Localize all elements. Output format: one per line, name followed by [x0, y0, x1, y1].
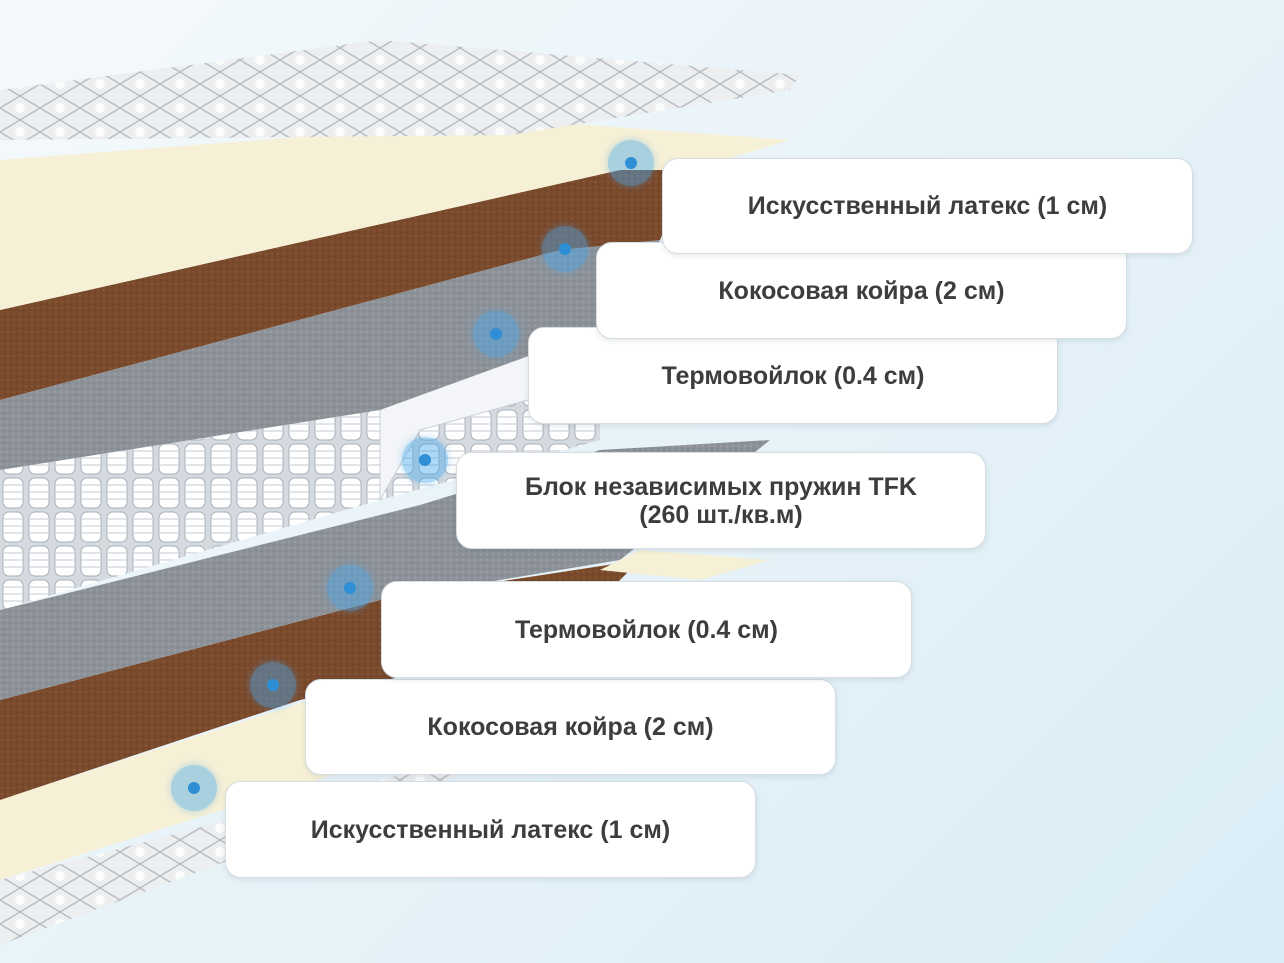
marker-coir-top[interactable] — [542, 226, 588, 272]
marker-coir-bottom[interactable] — [250, 662, 296, 708]
callout-spring-block: Блок независимых пружин TFK (260 шт./кв.… — [456, 452, 986, 549]
callout-latex-bottom: Искусственный латекс (1 см) — [225, 781, 756, 878]
bottom-latex-edge — [600, 550, 770, 580]
marker-latex-bottom[interactable] — [171, 765, 217, 811]
top-latex-layer — [0, 120, 790, 310]
callout-spring-block-label-line2: (260 шт./кв.м) — [639, 500, 803, 529]
top-felt-layer — [0, 240, 660, 470]
callout-latex-bottom-label: Искусственный латекс (1 см) — [310, 815, 671, 844]
marker-felt-bottom[interactable] — [327, 565, 373, 611]
callout-coir-top-label: Кокосовая койра (2 см) — [718, 276, 1005, 305]
callout-felt-top-label: Термовойлок (0.4 см) — [661, 361, 925, 390]
callout-felt-top: Термовойлок (0.4 см) — [528, 327, 1058, 424]
top-coir-layer — [0, 170, 690, 400]
top-cover-layer — [0, 40, 800, 140]
callout-latex-top-label: Искусственный латекс (1 см) — [747, 192, 1108, 220]
callout-spring-block-label-line1: Блок независимых пружин TFK — [525, 472, 917, 501]
callout-felt-bottom-label: Термовойлок (0.4 см) — [514, 615, 778, 644]
callout-felt-bottom: Термовойлок (0.4 см) — [381, 581, 912, 678]
marker-felt-top[interactable] — [473, 311, 519, 357]
callout-coir-top: Кокосовая койра (2 см) — [596, 242, 1127, 339]
marker-latex-top[interactable] — [608, 140, 654, 186]
callout-coir-bottom: Кокосовая койра (2 см) — [305, 679, 836, 775]
marker-spring-block[interactable] — [402, 437, 448, 483]
callout-coir-bottom-label: Кокосовая койра (2 см) — [427, 713, 714, 741]
callout-latex-top: Искусственный латекс (1 см) — [662, 158, 1193, 254]
